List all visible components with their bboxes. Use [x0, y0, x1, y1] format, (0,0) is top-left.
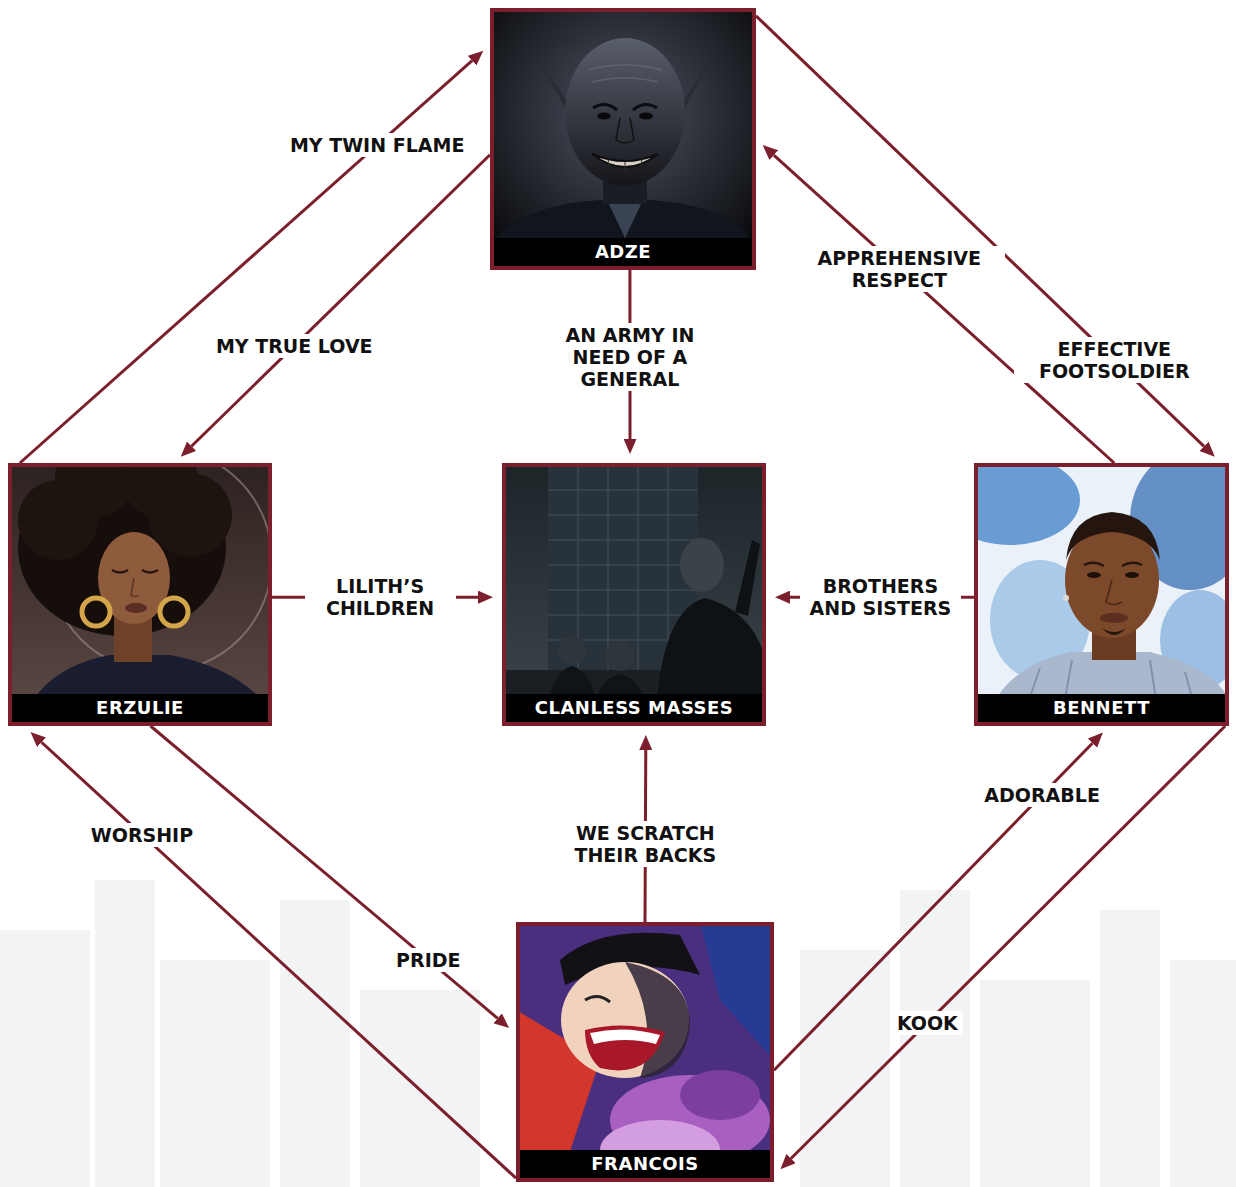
node-name: ADZE: [595, 241, 651, 263]
blue-wash: [700, 922, 774, 1060]
building: [800, 950, 890, 1187]
lips: [1100, 613, 1128, 623]
adze-portrait: [490, 8, 756, 270]
raised-arm: [735, 540, 760, 616]
teeth: [608, 159, 642, 170]
name-bar: ADZE: [494, 238, 752, 266]
edge-label: MY TRUE LOVE: [210, 334, 378, 358]
edge-label: WE SCRATCH THEIR BACKS: [555, 821, 736, 867]
building: [95, 880, 155, 1187]
portrait-ground: [502, 463, 766, 726]
teeth: [590, 1029, 660, 1044]
portrait-box: ERZULIE: [8, 463, 272, 726]
watercolor-wash: [974, 463, 1080, 545]
nose: [616, 118, 634, 143]
edge-label: WORSHIP: [85, 823, 199, 847]
edge-label: LILITH’S CHILDREN: [305, 574, 456, 620]
skyline: [0, 880, 1236, 1187]
edge-label: PRIDE: [390, 948, 466, 972]
gold-earring: [82, 598, 110, 626]
portrait-ground: [516, 922, 774, 1182]
edge-label: AN ARMY IN NEED OF A GENERAL: [544, 323, 715, 391]
node-name: FRANCOIS: [591, 1153, 698, 1175]
building: [980, 980, 1090, 1187]
connector-group: [20, 16, 1225, 1178]
edge-label: ADORABLE: [979, 783, 1106, 807]
building: [160, 960, 270, 1187]
portrait-box: FRANCOIS: [516, 922, 774, 1182]
name-bar: CLANLESS MASSES: [506, 694, 762, 722]
hair-curl: [122, 463, 198, 518]
building: [1100, 910, 1160, 1187]
edge-label: KOOK: [891, 1011, 963, 1035]
nose: [1106, 580, 1122, 605]
brows: [593, 104, 657, 110]
gold-earring: [160, 598, 188, 626]
closed-eyes: [112, 570, 158, 573]
figure-head: [558, 636, 586, 664]
building: [1170, 960, 1236, 1187]
bennett-portrait: [974, 463, 1229, 726]
portrait-ground: [490, 8, 756, 270]
lips: [125, 603, 147, 613]
eye: [1125, 572, 1139, 578]
building: [0, 930, 90, 1187]
portrait-box: CLANLESS MASSES: [502, 463, 766, 726]
eye: [639, 113, 653, 120]
eye: [585, 996, 610, 1002]
building: [280, 900, 350, 1187]
eye: [597, 113, 611, 120]
brows: [1084, 563, 1142, 566]
node-name: CLANLESS MASSES: [535, 697, 734, 719]
hair-curl: [55, 463, 135, 518]
erzulie-portrait: [8, 463, 272, 726]
edge-label: MY TWIN FLAME: [284, 133, 470, 157]
figure-head: [605, 641, 635, 671]
clanless-portrait: [502, 463, 766, 726]
edge-label: APPREHENSIVE RESPECT: [794, 246, 1005, 292]
francois-portrait: [516, 922, 774, 1182]
wrinkles: [588, 65, 662, 82]
edge-label: EFFECTIVE FOOTSOLDIER: [1014, 337, 1215, 383]
edge-label: BROTHERS AND SISTERS: [800, 574, 961, 620]
goatee: [1102, 628, 1126, 635]
name-bar: ERZULIE: [12, 694, 268, 722]
portrait-box: ADZE: [490, 8, 756, 270]
name-bar: BENNETT: [978, 694, 1225, 722]
figure-head: [680, 538, 724, 592]
feather-boa: [680, 1070, 760, 1120]
suit: [490, 200, 756, 270]
head: [565, 38, 685, 186]
relationship-arrow: [151, 726, 498, 1018]
face: [561, 962, 689, 1078]
relationship-arrow: [191, 155, 490, 447]
relationship-arrow: [791, 726, 1225, 1159]
relationship-arrow: [20, 61, 472, 463]
collar: [607, 200, 643, 238]
eye: [1087, 572, 1101, 578]
nose: [131, 578, 139, 597]
relationship-arrow: [42, 742, 516, 1178]
earring: [1063, 595, 1069, 601]
name-bar: FRANCOIS: [520, 1150, 770, 1178]
hair: [1066, 512, 1160, 560]
laughing-mouth: [585, 1025, 665, 1070]
node-name: BENNETT: [1053, 697, 1150, 719]
node-name: ERZULIE: [96, 697, 184, 719]
portrait-box: BENNETT: [974, 463, 1229, 726]
